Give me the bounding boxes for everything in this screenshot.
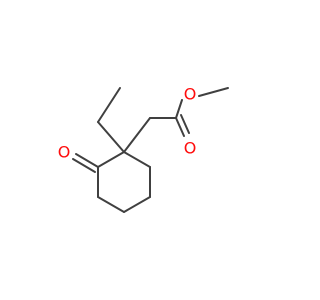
atom-o-ketone: O (58, 143, 71, 162)
bond-ring-c4-c5 (123, 196, 151, 213)
bond-ch2-1 (123, 117, 151, 153)
bond-ring-c1-c2 (97, 151, 125, 168)
bond-ring-c3-c4 (97, 196, 125, 213)
atom-o-ester-carbonyl: O (184, 139, 197, 158)
molecule-structure-diagram: O O O (58, 85, 229, 213)
atom-labels: O O O (58, 85, 197, 162)
bond-ethyl-2 (97, 87, 121, 123)
bond-methyl (198, 87, 229, 97)
bond-ketone-double-a (75, 153, 99, 168)
bond-ester-double-a (175, 117, 185, 137)
bond-ketone-double-b (72, 158, 96, 173)
bond-ethyl-1 (97, 121, 125, 153)
bond-ring-c6-c1 (123, 151, 151, 168)
atom-o-ester-ether: O (184, 85, 197, 104)
bonds (72, 87, 229, 213)
bond-ester-double-b (180, 114, 190, 134)
bond-ester-single (175, 99, 183, 119)
